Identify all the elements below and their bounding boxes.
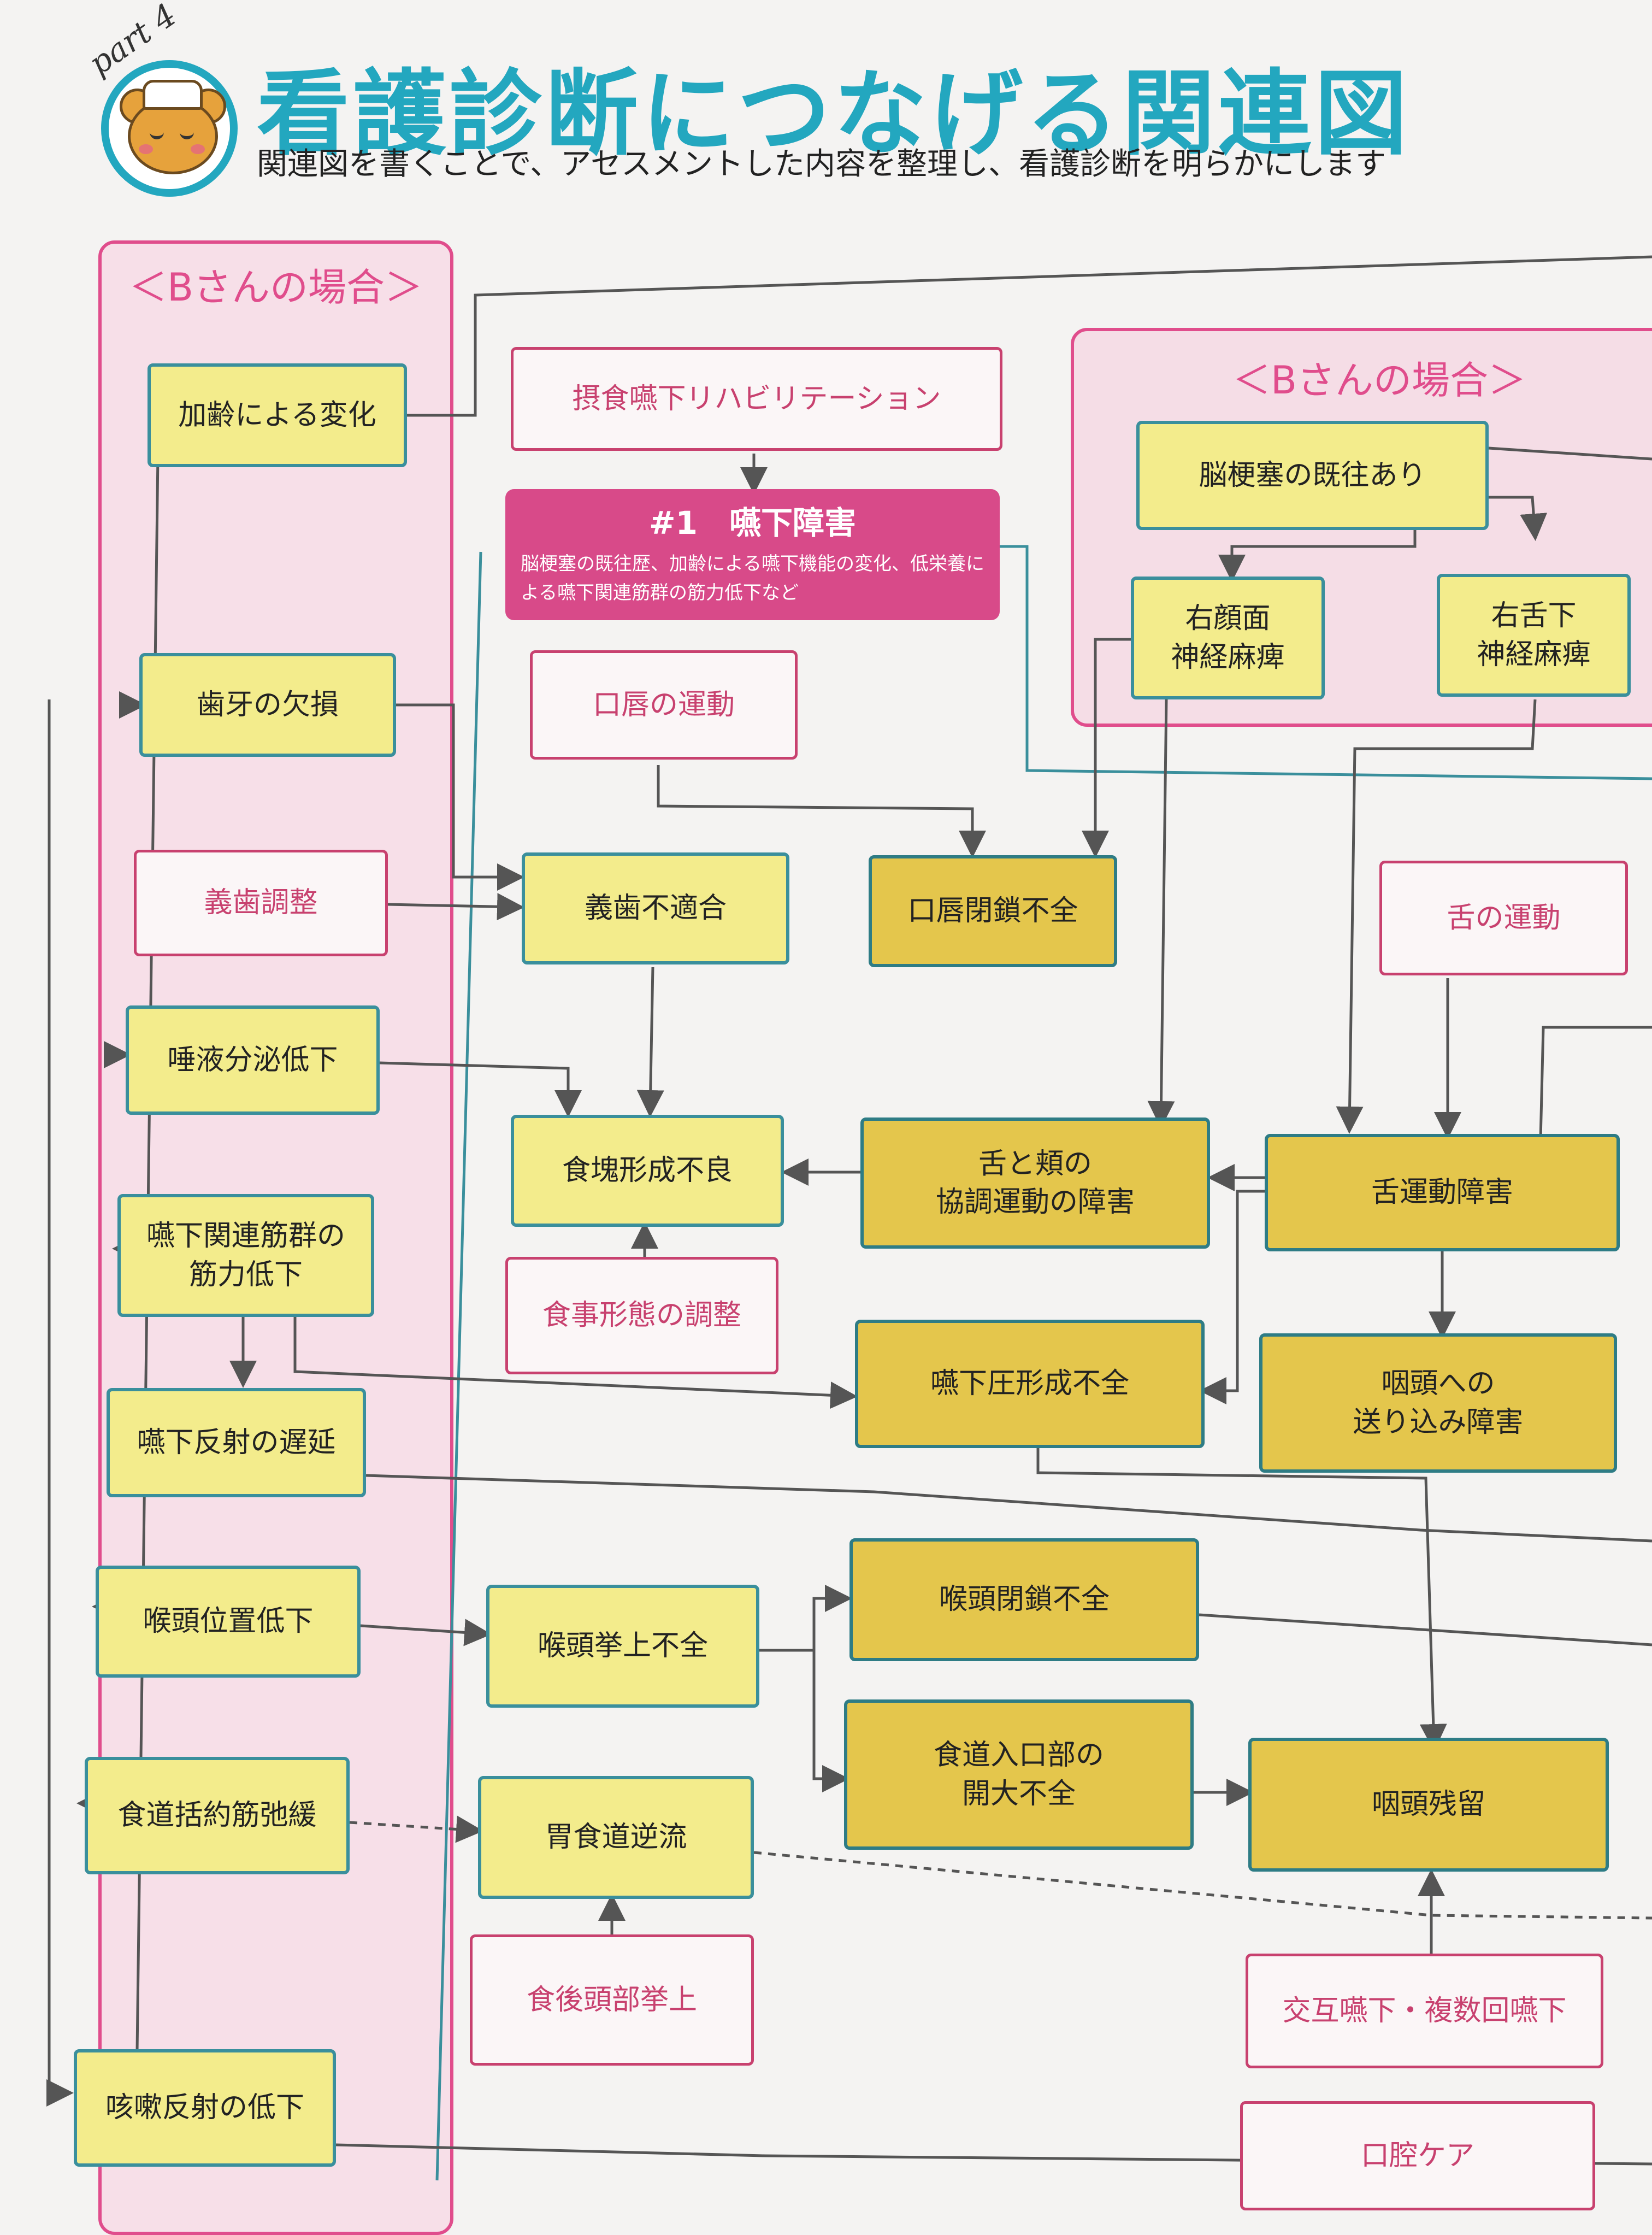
factor-aging: 加齢による変化 (148, 363, 407, 467)
intervention-tongue-exercise: 舌の運動 (1379, 861, 1628, 975)
intervention-post-meal-head-elevation: 食後頭部挙上 (470, 1934, 754, 2066)
intervention-alternate-multiple-swallow: 交互嚥下・複数回嚥下 (1246, 1954, 1603, 2068)
factor-tooth-loss: 歯牙の欠損 (139, 653, 396, 757)
factor-saliva-decrease: 唾液分泌低下 (126, 1005, 380, 1115)
problem-bolus-formation-poor: 食塊形成不良 (511, 1115, 784, 1227)
page-subtitle: 関連図を書くことで、アセスメントした内容を整理し、看護診断を明らかにします (257, 146, 1386, 182)
diagnosis-description: 脳梗塞の既往歴、加齢による嚥下機能の変化、低栄養による嚥下関連筋群の筋力低下など (521, 553, 984, 604)
problem-gastroesophageal-reflux: 胃食道逆流 (478, 1776, 754, 1899)
problem-tongue-motor-disorder: 舌運動障害 (1265, 1134, 1620, 1251)
problem-denture-misfit: 義歯不適合 (522, 852, 789, 964)
problem-larynx-closure-insufficiency: 喉頭閉鎖不全 (849, 1538, 1199, 1661)
nursing-diagnosis-card: #1 嚥下障害 脳梗塞の既往歴、加齢による嚥下機能の変化、低栄養による嚥下関連筋… (505, 489, 1000, 620)
factor-larynx-low-position: 喉頭位置低下 (96, 1566, 361, 1678)
right-facial-nerve-palsy: 右顔面 神経麻痺 (1131, 577, 1325, 699)
left-group-title: ＜Bさんの場合＞ (128, 265, 423, 310)
page-title: 看護診断につなげる関連図 (257, 60, 1411, 168)
problem-swallow-pressure-insufficiency: 嚥下圧形成不全 (855, 1320, 1205, 1448)
problem-pharynx-residue: 咽頭残留 (1248, 1738, 1609, 1872)
factor-swallow-reflex-delay: 嚥下反射の遅延 (107, 1388, 366, 1497)
factor-swallow-muscle-weakness: 嚥下関連筋群の 筋力低下 (117, 1194, 374, 1317)
intervention-lip-exercise: 口唇の運動 (530, 650, 798, 760)
right-group-title: ＜Bさんの場合＞ (1232, 358, 1527, 403)
intervention-oral-care: 口腔ケア (1240, 2101, 1595, 2210)
right-hypoglossal-nerve-palsy: 右舌下 神経麻痺 (1437, 574, 1631, 697)
problem-lip-closure-insufficiency: 口唇閉鎖不全 (869, 855, 1117, 967)
intervention-diet-form-adjust: 食事形態の調整 (505, 1257, 778, 1374)
intervention-denture-adjust: 義歯調整 (134, 850, 388, 956)
factor-esophageal-sphincter-relaxation: 食道括約筋弛緩 (85, 1757, 350, 1874)
problem-larynx-elevation-insufficiency: 喉頭挙上不全 (486, 1585, 759, 1708)
diagnosis-title: #1 嚥下障害 (649, 504, 856, 542)
problem-pharynx-transport-disorder: 咽頭への 送り込み障害 (1259, 1333, 1617, 1473)
problem-tongue-cheek-coordination: 舌と頬の 協調運動の障害 (860, 1118, 1210, 1249)
problem-esophagus-entrance-opening: 食道入口部の 開大不全 (844, 1699, 1194, 1850)
intervention-swallow-rehab: 摂食嚥下リハビリテーション (511, 347, 1002, 451)
history-cerebral-infarction: 脳梗塞の既往あり (1136, 421, 1489, 530)
factor-cough-reflex-decrease: 咳嗽反射の低下 (74, 2049, 336, 2167)
